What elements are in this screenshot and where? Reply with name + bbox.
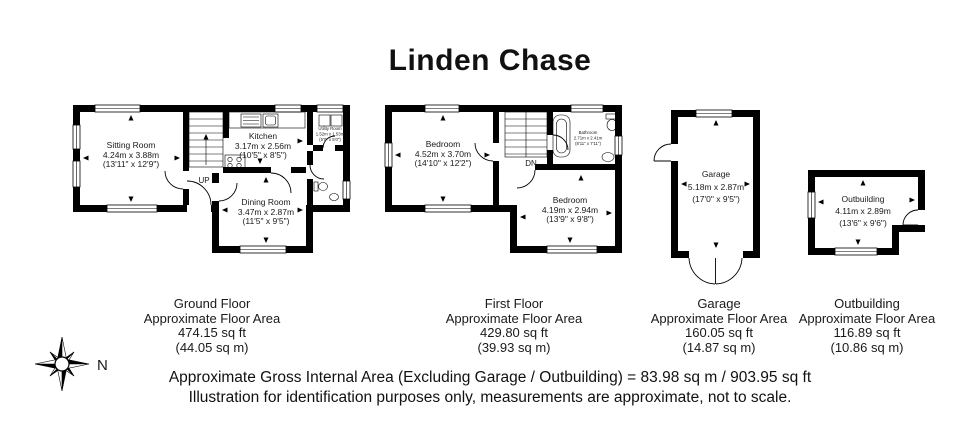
area-sqft: 160.05 sq ft (685, 325, 753, 340)
garage-area-label: Garage Approximate Floor Area 160.05 sq … (619, 296, 819, 355)
area-title: First Floor (484, 296, 544, 311)
area-sqm: (14.87 sq m) (682, 339, 756, 355)
garage-imperial: (17'0" x 9'5") (692, 194, 740, 204)
kitchen-name: Kitchen (249, 131, 278, 141)
ground-floor-windows (72, 104, 351, 254)
outbuilding-walls (808, 170, 925, 255)
outbuilding-door (902, 209, 919, 226)
bedroom2-imperial: (13'9" x 9'8") (546, 214, 594, 224)
sitting-room-name: Sitting Room (107, 140, 156, 150)
outbuilding-imperial: (13'6" x 9'6") (839, 218, 887, 228)
area-subtitle: Approximate Floor Area (445, 310, 583, 326)
bedroom1-name: Bedroom (426, 139, 461, 149)
first-floor-area-label: First Floor Approximate Floor Area 429.8… (414, 296, 614, 355)
outbuilding-area-label: Outbuilding Approximate Floor Area 116.8… (767, 296, 967, 355)
bathroom-imperial: (8'11" x 7'11") (575, 141, 601, 146)
area-title: Ground Floor (173, 296, 251, 311)
sink-icon (601, 152, 615, 162)
garage-name: Garage (702, 169, 731, 179)
outbuilding-name: Outbuilding (841, 194, 884, 204)
stairs-up-label: UP (198, 176, 209, 185)
area-subtitle: Approximate Floor Area (650, 310, 788, 326)
compass-star-icon (34, 336, 90, 392)
footer-line-2: Illustration for identification purposes… (188, 388, 792, 406)
ground-floor-area-label: Ground Floor Approximate Floor Area 474.… (112, 296, 312, 355)
hob-icon (224, 154, 246, 171)
garage-plan: Garage 5.18m x 2.87m (17'0" x 9'5") (643, 107, 763, 285)
staircase-down (504, 111, 548, 158)
ground-floor-interior-walls (183, 112, 343, 212)
staircase-up (188, 111, 224, 168)
bedroom2-metric: 4.19m x 2.94m (542, 205, 598, 215)
footer-line-1: Approximate Gross Internal Area (Excludi… (168, 369, 812, 386)
utility-appliance-icons (318, 114, 343, 127)
first-floor-doors (474, 134, 569, 189)
area-title: Outbuilding (834, 296, 900, 311)
first-floor-walls (385, 105, 622, 253)
outbuilding-windows (807, 191, 878, 256)
compass-north-label: N (97, 357, 108, 374)
toilet-icon (313, 181, 328, 192)
area-sqm: (10.86 sq m) (830, 339, 904, 355)
page-title: Linden Chase (388, 44, 592, 77)
garage-metric: 5.18m x 2.87m (688, 182, 744, 192)
bedroom1-imperial: (14'10" x 12'2") (414, 158, 471, 168)
bathroom-metric: 2.71m x 2.41m (574, 136, 603, 141)
bathroom-name: Bathroom (579, 130, 598, 135)
sitting-room-metric: 4.24m x 3.88m (103, 150, 159, 160)
measure-arrows (395, 115, 612, 243)
utility-room-imperial: (5'0" x 5'0") (319, 137, 341, 142)
basin-icon (329, 193, 339, 201)
measure-arrows (818, 180, 915, 245)
first-floor-plan: Bedroom 4.52m x 3.70m (14'10" x 12'2") B… (384, 104, 623, 254)
area-sqft: 474.15 sq ft (178, 325, 246, 340)
sitting-room-imperial: (13'11" x 12'9") (103, 159, 160, 169)
measure-arrows (681, 120, 750, 248)
utility-room-metric: 1.52m x 1.53m (316, 132, 345, 137)
dining-room-metric: 3.47m x 2.87m (238, 207, 294, 217)
outbuilding-metric: 4.11m x 2.89m (835, 206, 891, 216)
area-sqft: 116.89 sq ft (833, 325, 901, 340)
kitchen-imperial: (10'5" x 8'5") (239, 150, 287, 160)
bedroom2-name: Bedroom (553, 195, 588, 205)
footer-disclaimer: Approximate Gross Internal Area (Excludi… (0, 368, 980, 407)
stairs-down-label: DN (525, 159, 537, 168)
first-floor-interior-walls (493, 112, 615, 205)
garage-doors (653, 143, 743, 285)
area-subtitle: Approximate Floor Area (143, 310, 281, 326)
measure-arrows (83, 115, 303, 243)
bath-icon (552, 114, 571, 158)
outbuilding-plan: Outbuilding 4.11m x 2.89m (13'6" x 9'6") (803, 168, 928, 260)
compass-rose: N (25, 326, 125, 406)
area-subtitle: Approximate Floor Area (798, 310, 936, 326)
area-sqft: 429.80 sq ft (480, 325, 548, 340)
kitchen-counter-icon (228, 111, 306, 129)
ground-floor-doors (164, 135, 336, 212)
dining-room-name: Dining Room (241, 197, 290, 207)
bedroom1-metric: 4.52m x 3.70m (415, 149, 471, 159)
first-floor-windows (384, 104, 623, 254)
kitchen-metric: 3.17m x 2.56m (235, 141, 291, 151)
area-title: Garage (697, 296, 741, 311)
ground-floor-plan: Sitting Room 4.24m x 3.88m (13'11" x 12'… (72, 104, 351, 254)
utility-room-name: Utility Room (318, 126, 342, 131)
garage-windows (695, 109, 733, 118)
dining-room-imperial: (11'5" x 9'5") (243, 216, 290, 226)
area-sqm: (44.05 sq m) (175, 339, 249, 355)
toilet-icon (605, 113, 619, 131)
area-sqm: (39.93 sq m) (477, 339, 551, 355)
